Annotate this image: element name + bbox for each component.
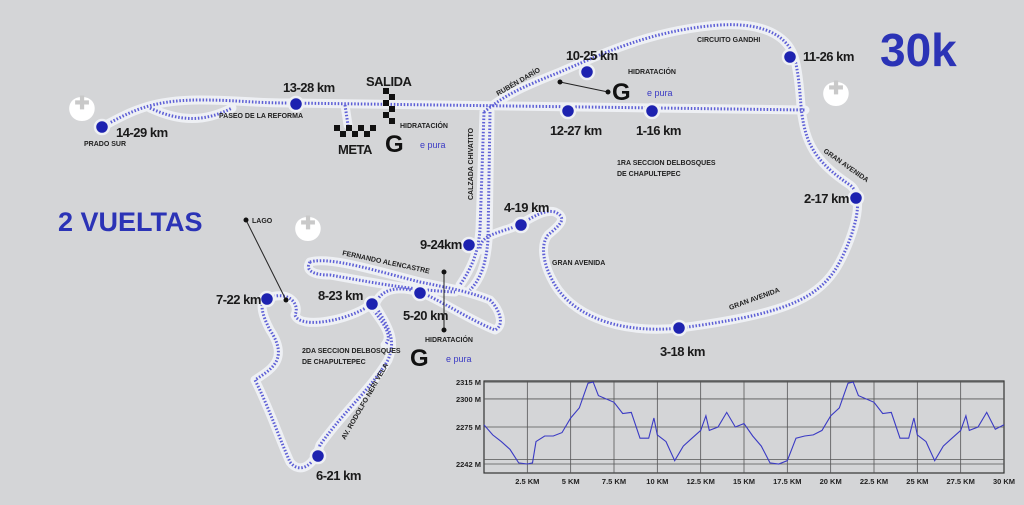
km-marker: 12-27 km — [550, 102, 602, 138]
route-dots — [468, 111, 492, 292]
km-marker: 7-22 km — [216, 290, 276, 308]
street-label: GRAN AVENIDA — [552, 260, 605, 267]
svg-text:3-18 km: 3-18 km — [660, 344, 705, 359]
x-tick-label: 15 KM — [733, 477, 755, 486]
km-marker: 8-23 km — [318, 288, 381, 313]
y-tick-label: 2242 M — [456, 460, 481, 469]
gatorade-logo-icon: G — [410, 345, 429, 372]
hydration-label: HIDRATACIÓN — [400, 121, 448, 130]
start-flag-icon — [383, 88, 395, 124]
street-label: CALZADA CHIVATITO — [468, 127, 475, 200]
medical-pin-icon: ✚ — [823, 78, 849, 106]
x-tick-label: 7.5 KM — [602, 477, 626, 486]
km-marker: 10-25 km — [566, 48, 618, 81]
route-south-loop — [250, 256, 505, 473]
x-tick-label: 22.5 KM — [860, 477, 888, 486]
y-tick-label: 2275 M — [456, 423, 481, 432]
x-tick-label: 30 KM — [993, 477, 1015, 486]
svg-text:✚: ✚ — [828, 78, 843, 98]
street-label: LAGO — [252, 218, 273, 225]
km-marker: 4-19 km — [504, 200, 549, 234]
svg-text:1-16 km: 1-16 km — [636, 123, 681, 138]
x-tick-label: 5 KM — [562, 477, 580, 486]
area-label: DE CHAPULTEPEC — [617, 171, 681, 178]
km-marker: 3-18 km — [660, 319, 705, 359]
area-label: 1RA SECCION DELBOSQUES — [617, 160, 716, 167]
route-dots — [149, 106, 233, 120]
svg-text:2-17 km: 2-17 km — [804, 191, 849, 206]
distance-title: 30k — [880, 24, 957, 76]
svg-text:4-19 km: 4-19 km — [504, 200, 549, 215]
km-marker: 11-26 km — [781, 48, 854, 66]
x-tick-label: 12.5 KM — [686, 477, 714, 486]
gatorade-logo-icon: G — [612, 79, 631, 106]
svg-text:14-29 km: 14-29 km — [116, 125, 168, 140]
x-tick-label: 2.5 KM — [515, 477, 539, 486]
svg-text:10-25 km: 10-25 km — [566, 48, 618, 63]
route-dots — [101, 98, 806, 129]
street-label: AV. RODOLFO NERI VELA — [341, 362, 390, 441]
street-label: PASEO DE LA REFORMA — [219, 113, 303, 120]
laps-label: 2 VUELTAS — [58, 207, 203, 237]
route-dots — [478, 23, 860, 331]
km-markers: 14-29 km 13-28 km 10-25 km 11-26 km 12-2… — [93, 48, 865, 483]
svg-text:9-24km: 9-24km — [420, 237, 462, 252]
street-label: CIRCUITO GANDHI — [697, 37, 760, 44]
svg-text:6-21 km: 6-21 km — [316, 468, 361, 483]
y-tick-label: 2315 M — [456, 378, 481, 387]
svg-text:7-22 km: 7-22 km — [216, 292, 261, 307]
hydration-label: HIDRATACIÓN — [425, 335, 473, 344]
svg-text:✚: ✚ — [300, 213, 315, 233]
x-tick-label: 25 KM — [906, 477, 928, 486]
hydration-station: HIDRATACIÓN G e pura — [410, 269, 473, 372]
svg-text:✚: ✚ — [74, 93, 89, 113]
route-dots — [458, 111, 486, 286]
route-dots — [343, 104, 350, 126]
elevation-line — [483, 381, 1005, 465]
km-marker: 5-20 km — [403, 284, 448, 323]
epura-logo-icon: e pura — [647, 88, 673, 98]
km-marker: 13-28 km — [283, 80, 335, 113]
y-tick-label: 2300 M — [456, 395, 481, 404]
x-tick-label: 17.5 KM — [773, 477, 801, 486]
lago-pointer — [243, 217, 289, 303]
epura-logo-icon: e pura — [446, 354, 472, 364]
medical-pin-icon: ✚ — [295, 213, 321, 241]
epura-logo-icon: e pura — [420, 140, 446, 150]
x-tick-label: 27.5 KM — [946, 477, 974, 486]
svg-text:13-28 km: 13-28 km — [283, 80, 335, 95]
hydration-station: HIDRATACIÓN G e pura — [557, 67, 676, 106]
km-marker: 9-24km — [420, 236, 478, 254]
km-marker: 1-16 km — [636, 102, 681, 138]
km-marker: 14-29 km — [93, 118, 168, 140]
x-tick-label: 20 KM — [820, 477, 842, 486]
km-marker: 6-21 km — [309, 447, 361, 483]
svg-text:11-26 km: 11-26 km — [803, 49, 854, 64]
area-label: DE CHAPULTEPEC — [302, 359, 366, 366]
x-tick-label: 10 KM — [646, 477, 668, 486]
elevation-chart: 2.5 KM 5 KM 7.5 KM 10 KM 12.5 KM 15 KM 17.5 KM… — [456, 378, 1015, 486]
svg-text:5-20 km: 5-20 km — [403, 308, 448, 323]
street-label: PRADO SUR — [84, 141, 126, 148]
finish-label: META — [338, 142, 373, 157]
svg-text:8-23 km: 8-23 km — [318, 288, 363, 303]
finish-flag-icon — [334, 125, 376, 137]
area-label: 2DA SECCION DELBOSQUES — [302, 348, 401, 355]
svg-text:12-27 km: 12-27 km — [550, 123, 602, 138]
start-label: SALIDA — [366, 74, 413, 89]
hydration-label: HIDRATACIÓN — [628, 67, 676, 76]
medical-pin-icon: ✚ — [69, 93, 95, 121]
km-marker: 2-17 km — [804, 189, 865, 207]
hydration-station: HIDRATACIÓN G e pura — [385, 121, 448, 158]
gatorade-logo-icon: G — [385, 131, 404, 158]
